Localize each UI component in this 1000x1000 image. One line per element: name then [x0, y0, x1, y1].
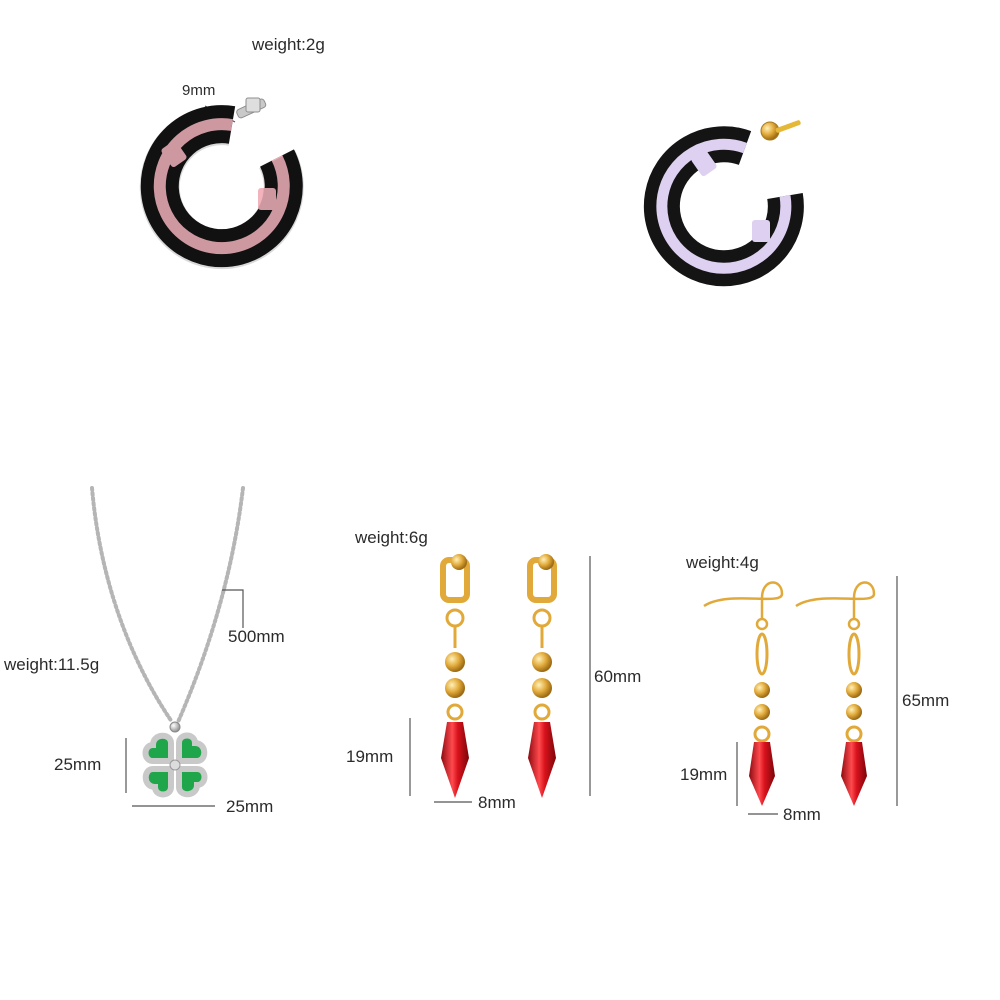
clip-drop-width-label: 8mm	[478, 793, 516, 812]
clip-drop-length-label: 19mm	[346, 747, 393, 766]
necklace-weight-label: weight:11.5g	[3, 655, 99, 674]
hook-earring-right	[795, 581, 876, 806]
hook-earring-left	[703, 581, 784, 806]
hook-drop-length-label: 19mm	[680, 765, 727, 784]
hoop-earring-lilac	[643, 120, 804, 287]
clover-necklace	[90, 486, 245, 798]
chain-length-dimension	[222, 589, 244, 628]
hoop-weight-label: weight:2g	[251, 35, 325, 54]
clip-earring-left	[440, 554, 470, 798]
necklace-length-label: 500mm	[228, 627, 285, 646]
clip-earring-right	[527, 554, 557, 798]
hook-earrings-weight-label: weight:4g	[685, 553, 759, 572]
hook-length-label: 65mm	[902, 691, 949, 710]
clover-pendant	[142, 732, 208, 798]
hook-drop-width-label: 8mm	[783, 805, 821, 824]
clip-earrings-weight-label: weight:6g	[354, 528, 428, 547]
ball-chain	[90, 486, 245, 724]
hoop-earring-pink	[139, 97, 304, 270]
clip-length-label: 60mm	[594, 667, 641, 686]
gold-post	[760, 120, 801, 141]
pendant-width-label: 25mm	[226, 797, 273, 816]
hoop-width-label: 9mm	[182, 82, 215, 99]
pendant-height-label: 25mm	[54, 755, 101, 774]
silver-post	[236, 97, 267, 119]
